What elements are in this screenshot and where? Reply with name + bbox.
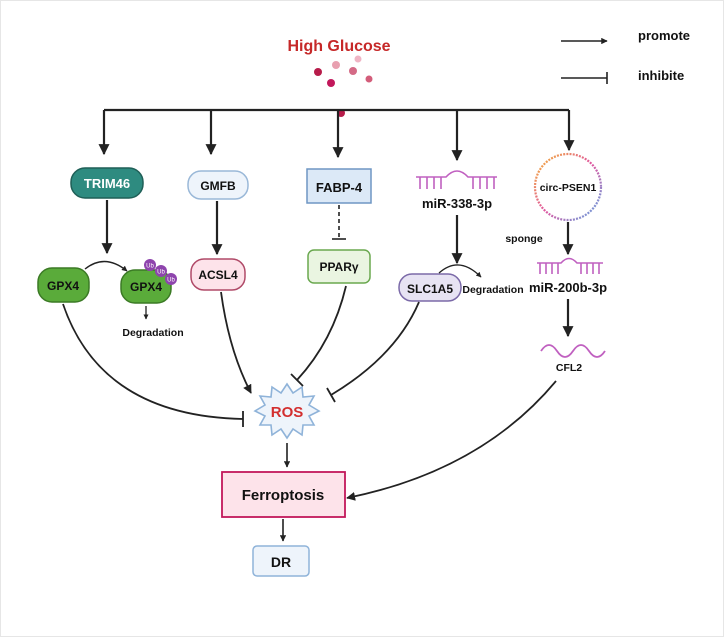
ros-label: ROS bbox=[271, 404, 304, 421]
glucose-branches bbox=[98, 108, 575, 162]
glucose-molecules bbox=[314, 55, 373, 117]
ub-label-2: Ub bbox=[157, 270, 165, 276]
gpx4-left-label: GPX4 bbox=[47, 279, 79, 293]
legend-promote-label: promote bbox=[638, 28, 690, 43]
acsl4-label: ACSL4 bbox=[198, 268, 238, 282]
ub-label-3: Ub bbox=[167, 278, 175, 284]
ppar-gamma-label: PPARγ bbox=[319, 260, 358, 274]
cfl2-label: CFL2 bbox=[556, 362, 582, 374]
title: High Glucose bbox=[287, 38, 390, 55]
ferroptosis-node: Ferroptosis bbox=[221, 471, 346, 518]
legend: promote inhibite bbox=[561, 28, 690, 84]
fabp4-node: FABP-4 bbox=[306, 168, 372, 204]
ros-regulation-edges bbox=[62, 285, 420, 427]
gpx4-right-label: GPX4 bbox=[130, 280, 162, 294]
degradation-slc1a5-label: Degradation bbox=[462, 284, 523, 296]
ppar-gamma-node: PPARγ bbox=[307, 249, 371, 284]
sponge-label: sponge bbox=[505, 233, 542, 245]
legend-inhibite-label: inhibite bbox=[638, 68, 684, 83]
acsl4-node: ACSL4 bbox=[190, 258, 246, 291]
trim46-label: TRIM46 bbox=[84, 176, 130, 191]
cfl2-mrna-icon bbox=[540, 344, 606, 358]
slc1a5-node: SLC1A5 bbox=[398, 273, 462, 302]
circ-psen1-node: circ-PSEN1 bbox=[533, 152, 603, 222]
mir338-label: miR-338-3p bbox=[422, 196, 492, 211]
ferroptosis-label: Ferroptosis bbox=[242, 487, 325, 504]
trim46-node: TRIM46 bbox=[70, 167, 144, 199]
gmfb-label: GMFB bbox=[200, 179, 236, 193]
slc1a5-label: SLC1A5 bbox=[407, 282, 453, 296]
gmfb-node: GMFB bbox=[187, 170, 249, 200]
mir200-label: miR-200b-3p bbox=[529, 280, 607, 295]
fabp4-label: FABP-4 bbox=[316, 180, 363, 195]
dr-node: DR bbox=[252, 545, 310, 577]
dr-label: DR bbox=[271, 554, 291, 570]
ros-node: ROS bbox=[253, 382, 321, 440]
gpx4-left-node: GPX4 bbox=[37, 267, 90, 303]
cfl2-to-ferroptosis-edge bbox=[346, 380, 557, 501]
mir338-node bbox=[416, 170, 497, 189]
gpx4-ubiquitinated-node: GPX4 Ub Ub Ub bbox=[120, 259, 177, 304]
mir200-node bbox=[537, 257, 603, 274]
circ-psen1-label: circ-PSEN1 bbox=[540, 182, 597, 194]
ub-label-1: Ub bbox=[146, 264, 154, 270]
degradation-gpx4-label: Degradation bbox=[122, 327, 183, 339]
